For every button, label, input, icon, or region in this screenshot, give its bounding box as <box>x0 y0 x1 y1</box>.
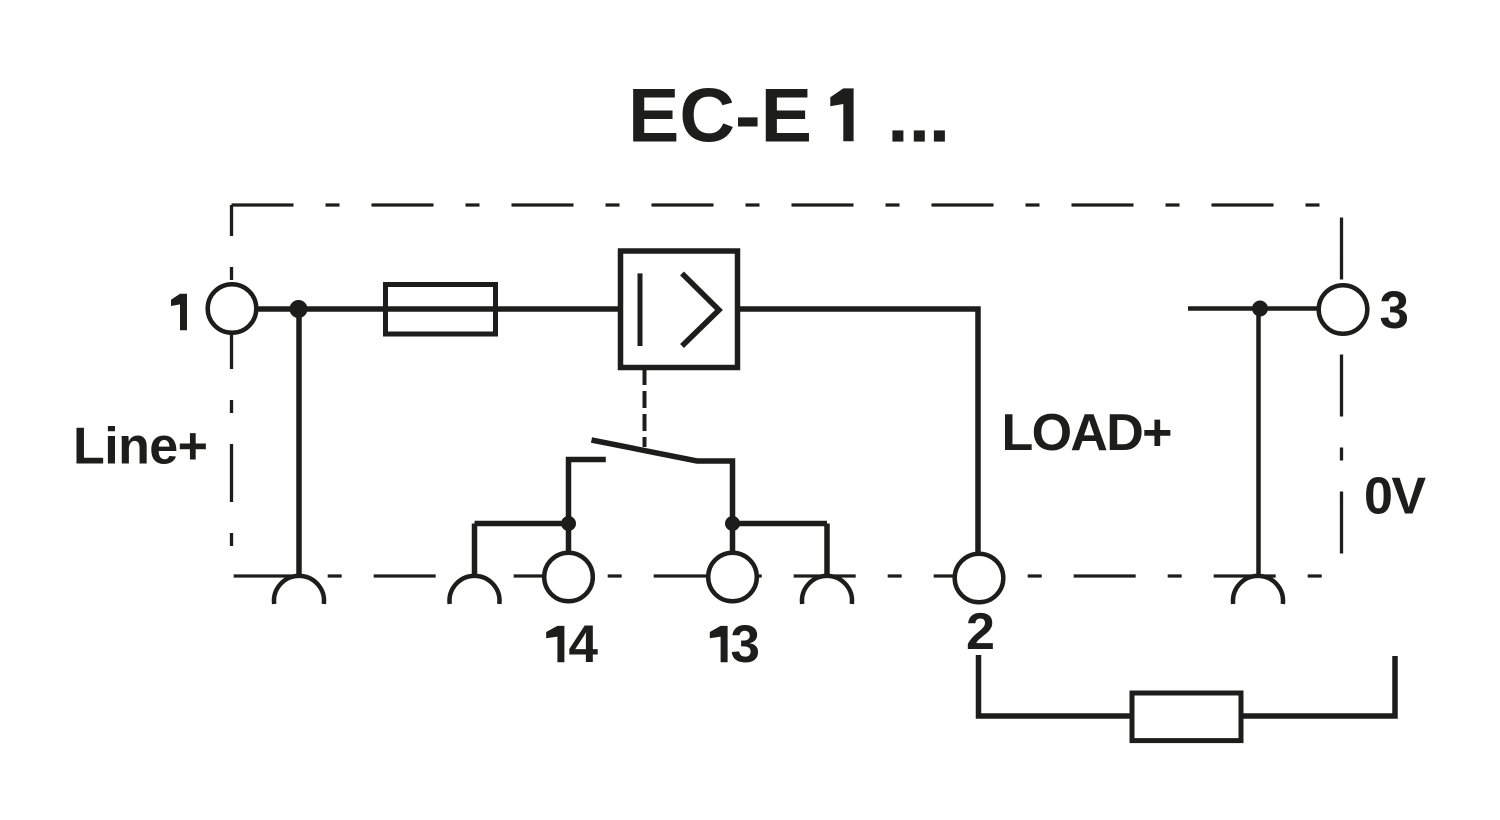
svg-text:0V: 0V <box>1364 468 1426 526</box>
svg-text:3: 3 <box>731 615 760 674</box>
svg-text:4: 4 <box>569 615 599 674</box>
svg-text:2: 2 <box>966 603 995 661</box>
svg-text:3: 3 <box>1380 281 1409 340</box>
svg-text:LOAD+: LOAD+ <box>1002 404 1173 462</box>
svg-text:EC-E: EC-E <box>628 73 812 158</box>
svg-text:Line+: Line+ <box>73 418 208 476</box>
